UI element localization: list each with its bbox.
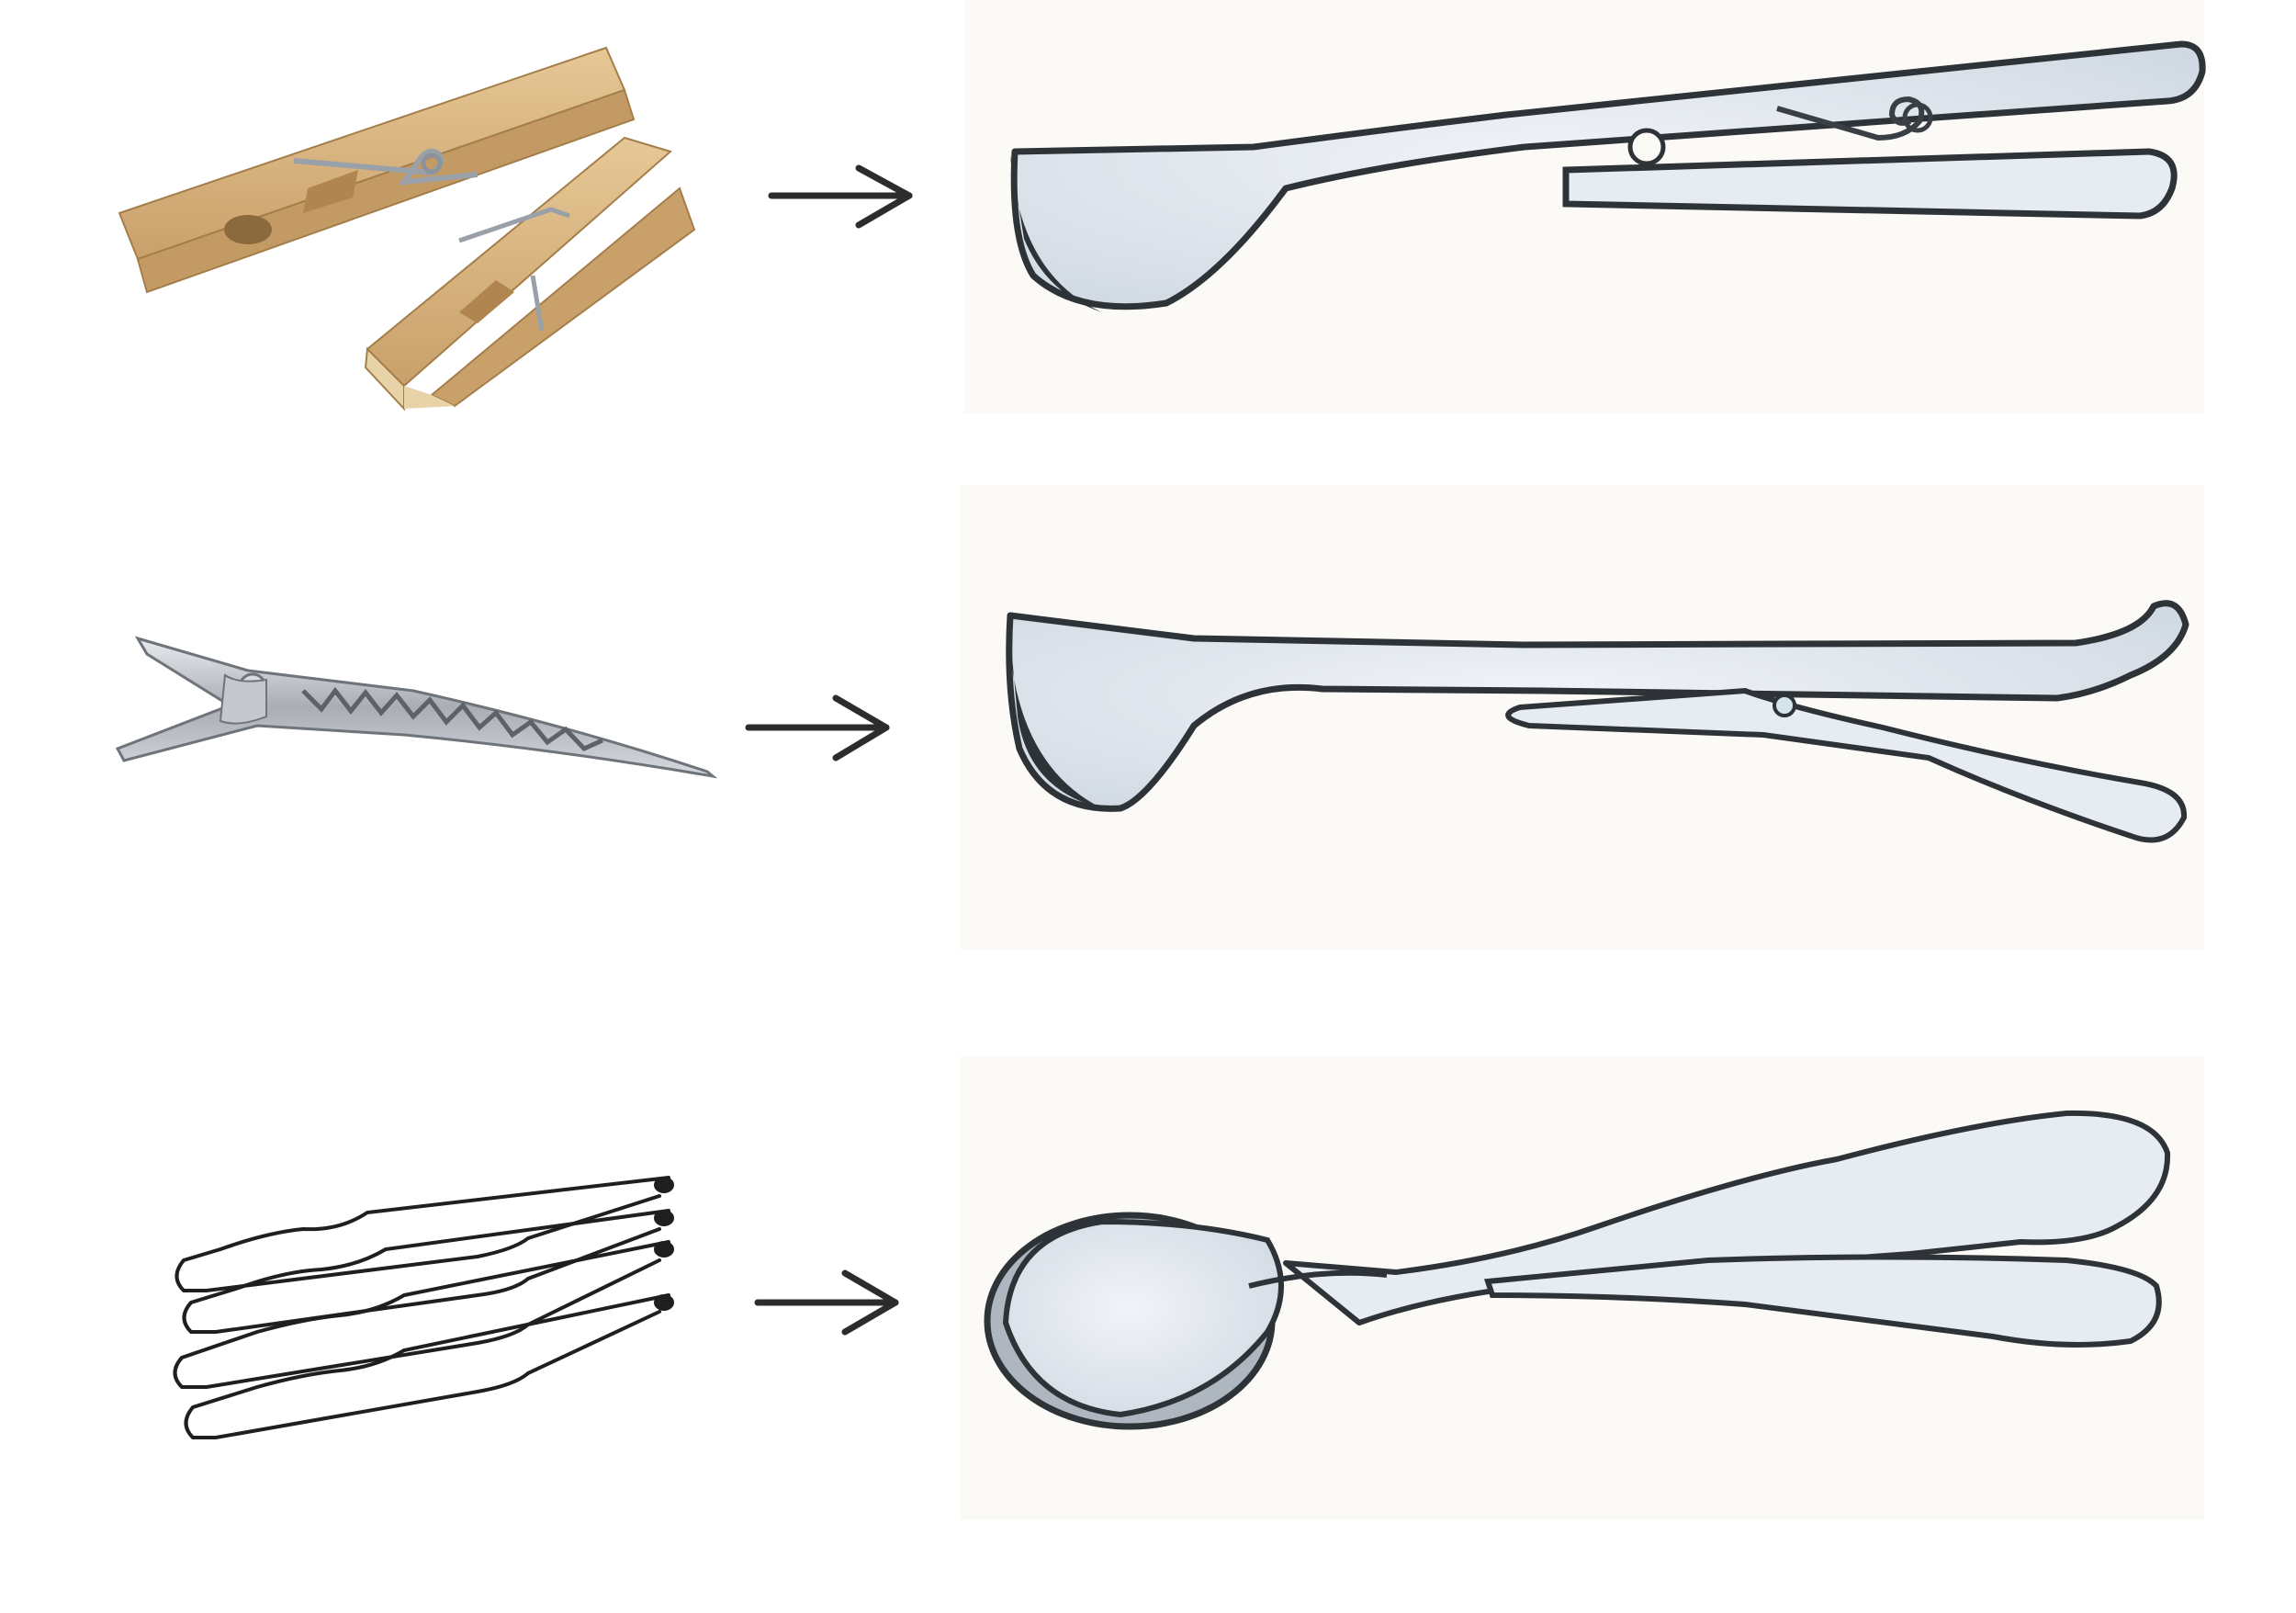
alligator-clip-spoon-sketch (1006, 600, 2189, 843)
hairpin-spoon-sketch (984, 1110, 2171, 1430)
arrow-3 (754, 1269, 899, 1336)
hairpins-photo (173, 1176, 674, 1439)
arrow-2 (745, 694, 890, 761)
clothespin-photo (118, 46, 696, 412)
hairpin-4 (184, 1293, 674, 1439)
hairpin-3 (173, 1240, 674, 1389)
clothespin-back (118, 46, 636, 294)
hairpin-2 (182, 1209, 674, 1334)
hairpin-1 (174, 1176, 674, 1292)
clothespin-front (364, 136, 696, 412)
clothespin-spoon-sketch (1010, 40, 2206, 312)
arrow-1 (768, 164, 913, 229)
alligator-clip-photo (115, 636, 718, 779)
